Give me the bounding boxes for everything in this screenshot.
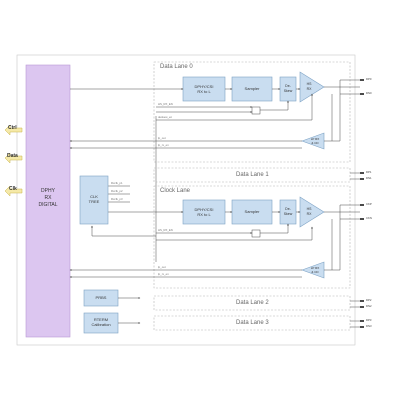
sig-clk-2: Rxclk_p2 bbox=[111, 189, 123, 193]
pad bbox=[360, 93, 364, 95]
clk-arrow-icon bbox=[4, 185, 23, 197]
pin-ckp: CKP bbox=[366, 202, 372, 206]
mux-clock bbox=[251, 229, 261, 238]
data-lane-0-frame bbox=[153, 61, 351, 163]
prbs-label: PRBS bbox=[95, 295, 107, 300]
sampler-block-clock bbox=[231, 199, 273, 225]
rterm-label: RTERM Calibration bbox=[91, 317, 111, 327]
clk-label: Clk bbox=[9, 186, 17, 192]
pad bbox=[360, 178, 364, 180]
lane-title-data-0: Data Lane 0 bbox=[160, 64, 193, 70]
pad bbox=[360, 79, 364, 81]
pin-dn1: DN1 bbox=[366, 176, 372, 180]
pin-ckn: CKN bbox=[366, 216, 372, 220]
data-lane-2-frame bbox=[153, 295, 351, 311]
pad bbox=[360, 326, 364, 328]
pad bbox=[360, 172, 364, 174]
sig-hs-rx-en-clock: HS_RX_EN bbox=[158, 228, 173, 232]
clk-tree-block bbox=[79, 175, 109, 225]
pad bbox=[360, 218, 364, 220]
pad bbox=[360, 204, 364, 206]
pin-dn3: DN3 bbox=[366, 324, 372, 328]
sampler-label-lane0: Sampler bbox=[244, 86, 260, 91]
deser-label-lane0: DPHY/CSI RX to L bbox=[194, 84, 214, 94]
side-arrows bbox=[4, 124, 23, 197]
hs-rx-label-lane0: HS RX bbox=[306, 82, 312, 91]
digital-block bbox=[25, 64, 71, 338]
data-lane-1-frame bbox=[153, 167, 351, 183]
lp-rx-label-clock: LP RX & CD bbox=[310, 266, 320, 274]
hs-rx-label-clock: HS RX bbox=[306, 207, 312, 216]
sig-lp-out-lane0: lp_out bbox=[158, 136, 166, 140]
clock-lane-frame bbox=[153, 185, 351, 289]
deser-block-lane0 bbox=[182, 76, 226, 102]
mux-lane0 bbox=[251, 106, 261, 115]
sig-lp-rx-en-lane0: lp_rx_en bbox=[158, 143, 169, 147]
pad bbox=[360, 320, 364, 322]
sampler-label-clock: Sampler bbox=[244, 209, 260, 214]
data-arrow-icon bbox=[4, 152, 23, 164]
pin-dp2: DP2 bbox=[366, 298, 372, 302]
deskew-label-lane0: De- Skew bbox=[283, 84, 293, 93]
deser-block-clock bbox=[182, 199, 226, 225]
lane-title-data-3: Data Lane 3 bbox=[236, 320, 269, 326]
pad bbox=[360, 306, 364, 308]
sig-lp-rx-en-clock: lp_rx_en bbox=[158, 272, 169, 276]
deser-label-clock: DPHY/CSI RX to L bbox=[194, 207, 214, 217]
lane-title-data-1: Data Lane 1 bbox=[236, 172, 269, 178]
pad bbox=[360, 300, 364, 302]
lane-title-data-2: Data Lane 2 bbox=[236, 300, 269, 306]
pin-dn0: DN0 bbox=[366, 91, 372, 95]
data-label: Data bbox=[7, 153, 18, 159]
ctrl-label: Ctrl bbox=[8, 125, 17, 131]
pin-pads bbox=[360, 79, 364, 328]
pin-dp1: DP1 bbox=[366, 170, 372, 174]
sig-deskew-en-lane0: deskew_en bbox=[158, 115, 173, 119]
data-lane-3-frame bbox=[153, 315, 351, 331]
pin-dn2: DN2 bbox=[366, 304, 372, 308]
sig-clk-3: Rxclk_p3 bbox=[111, 197, 123, 201]
sig-clk-1: Rxclk_p1 bbox=[111, 181, 123, 185]
pin-dp0: DP0 bbox=[366, 77, 372, 81]
ctrl-arrow-icon bbox=[4, 124, 23, 136]
clk-tree-label: CLK TREE bbox=[88, 194, 100, 204]
sig-lp-out-clock: lp_out bbox=[158, 265, 166, 269]
lp-rx-label-lane0: LP RX & CD bbox=[310, 137, 320, 145]
sig-hs-rx-en-lane0: HS_RX_EN bbox=[158, 102, 173, 106]
digital-block-label: DPHY RX DIGITAL bbox=[38, 188, 58, 208]
pin-dp3: DP3 bbox=[366, 318, 372, 322]
lane-title-clock: Clock Lane bbox=[160, 188, 191, 194]
deskew-label-clock: De- Skew bbox=[283, 207, 293, 216]
outer-frame bbox=[16, 54, 356, 346]
